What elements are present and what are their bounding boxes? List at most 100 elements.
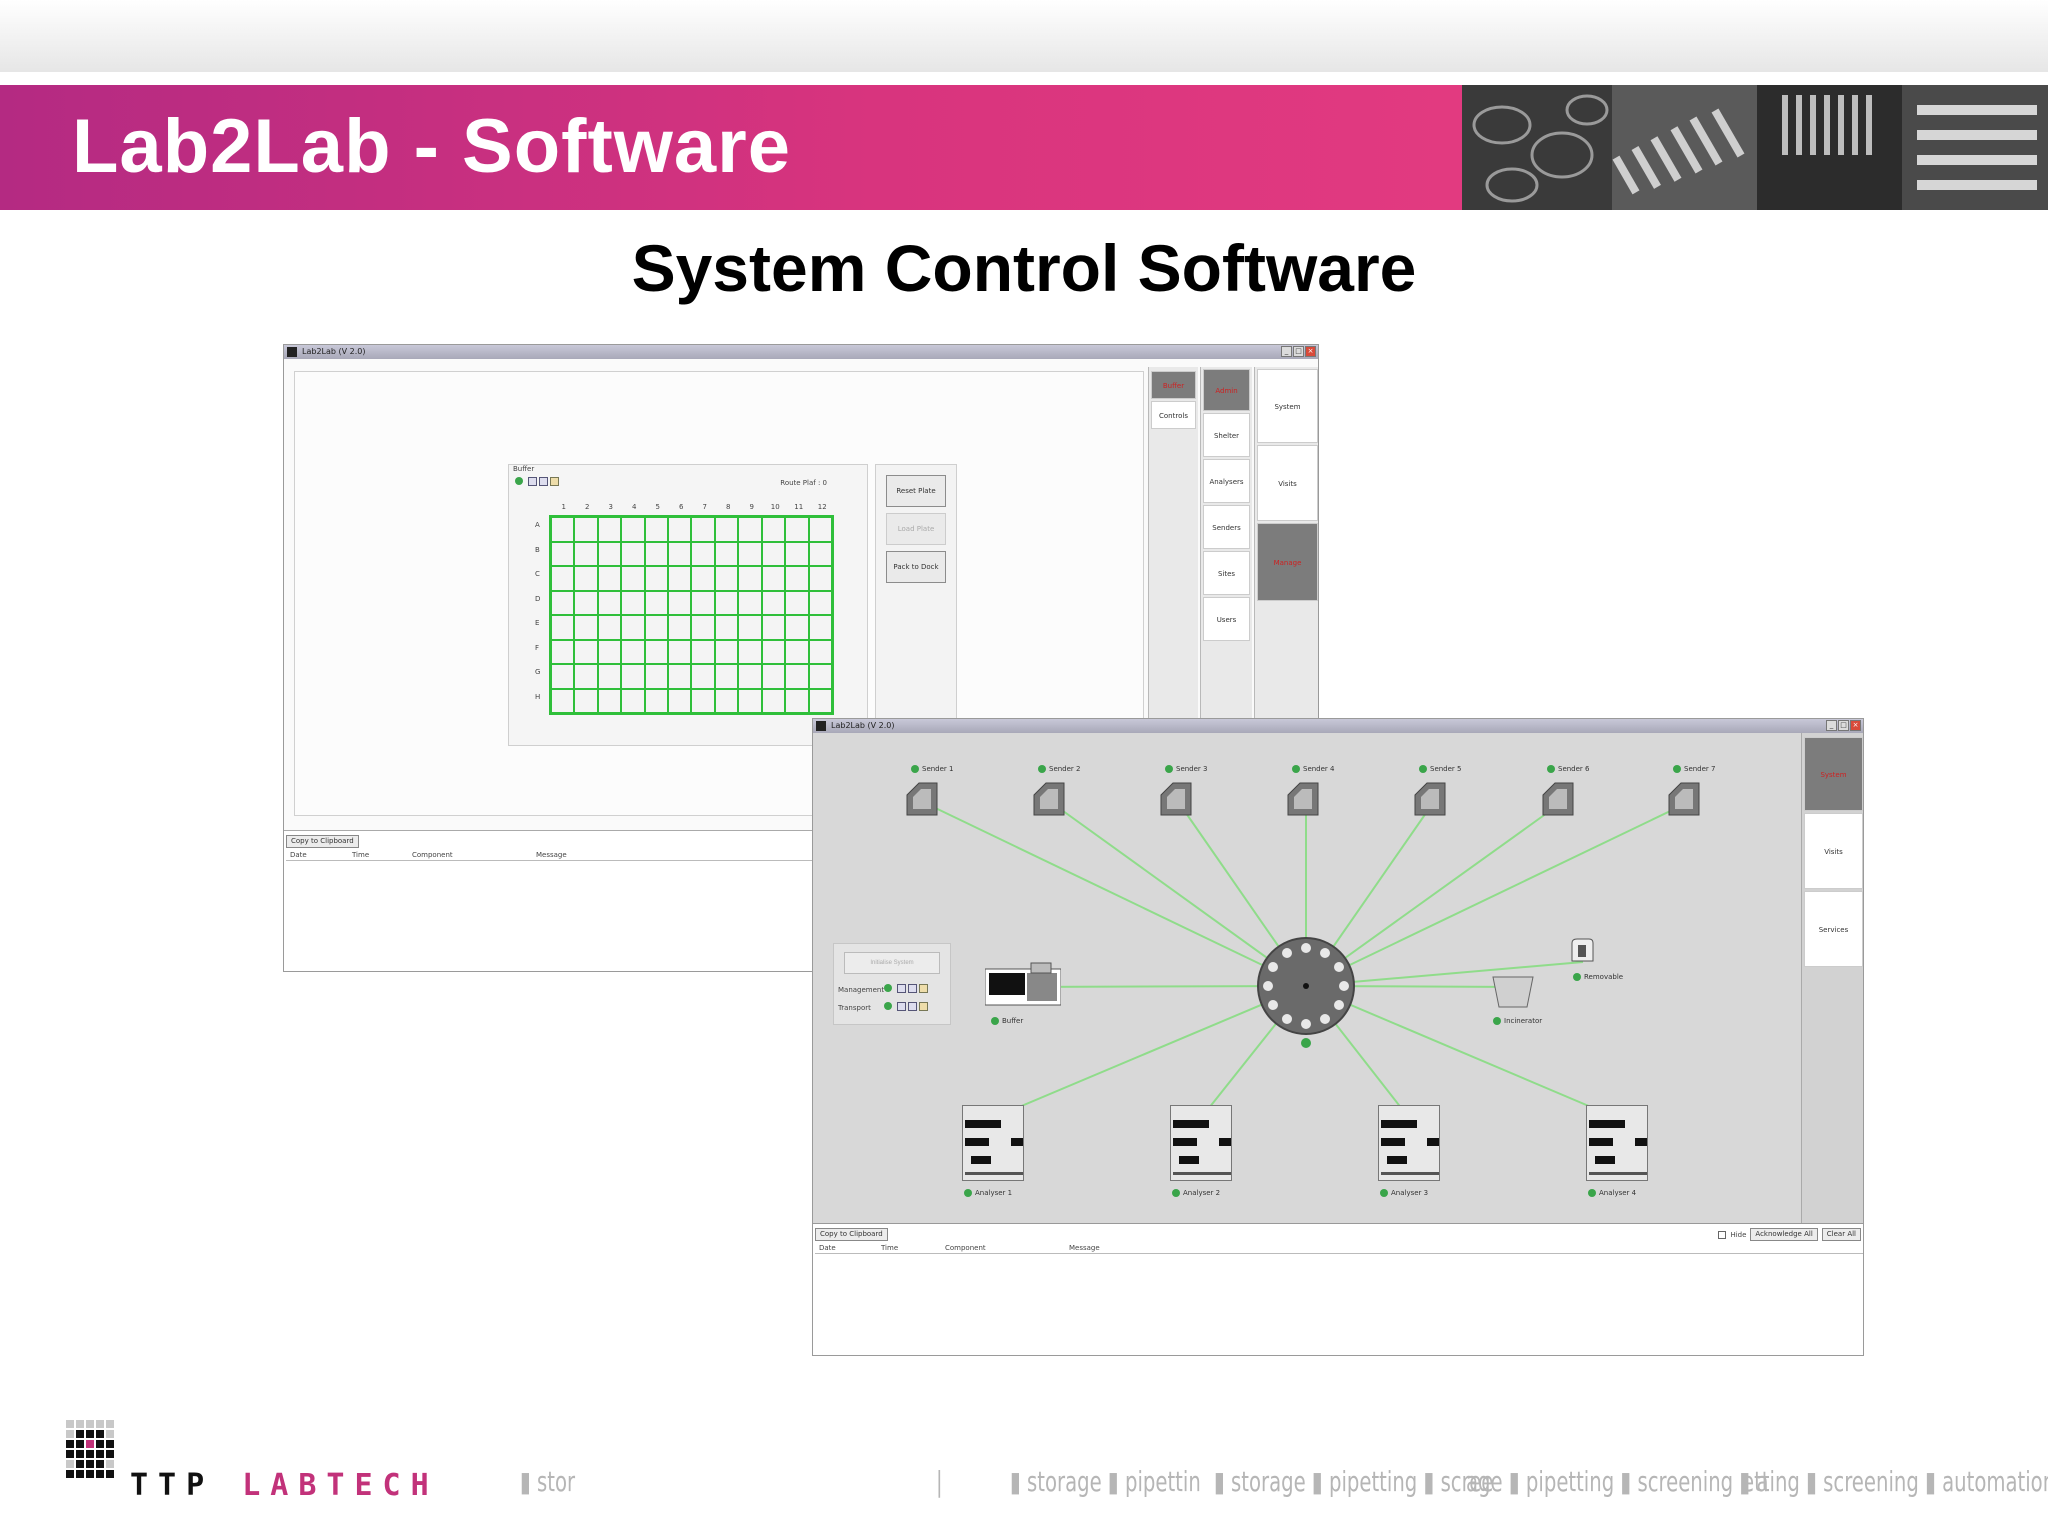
tab-sites[interactable]: Sites [1203,551,1250,595]
analyser-device[interactable] [962,1105,1024,1181]
sender-device[interactable] [1665,777,1705,822]
buffer-device[interactable] [984,961,1062,1011]
plate-well[interactable] [739,689,761,712]
plate-well[interactable] [622,518,644,541]
plate-well[interactable] [645,689,668,712]
plate-well[interactable] [552,542,574,565]
plate-well[interactable] [622,616,644,639]
plate-well[interactable] [715,542,738,565]
tool-icon[interactable] [528,477,537,486]
pack-to-dock-button[interactable]: Pack to Dock [886,551,946,583]
plate-well[interactable] [575,542,597,565]
plate-well[interactable] [809,567,831,590]
plate-well[interactable] [786,518,808,541]
plate-well[interactable] [739,518,761,541]
plate-well[interactable] [762,616,785,639]
log-col-date[interactable]: Date [290,851,307,859]
copy-clipboard-button[interactable]: Copy to Clipboard [815,1228,888,1241]
sender-device[interactable] [1157,777,1197,822]
plate-well[interactable] [762,518,785,541]
log-col-message[interactable]: Message [536,851,567,859]
plate-well[interactable] [715,518,738,541]
plate-well[interactable] [645,665,668,688]
plate-well[interactable] [598,542,621,565]
plate-well[interactable] [598,665,621,688]
plate-well[interactable] [692,591,714,614]
pause-icon[interactable] [908,984,917,993]
plate-well[interactable] [762,542,785,565]
play-icon[interactable] [897,984,906,993]
plate-well[interactable] [692,567,714,590]
plate-well[interactable] [645,616,668,639]
stop-icon[interactable] [919,984,928,993]
plate-well[interactable] [786,567,808,590]
log-col-date[interactable]: Date [819,1244,836,1252]
tab-controls[interactable]: Controls [1151,401,1196,429]
plate-well[interactable] [645,542,668,565]
play-icon[interactable] [897,1002,906,1011]
plate-well[interactable] [786,689,808,712]
plate-well[interactable] [786,640,808,663]
plate-well[interactable] [669,591,691,614]
plate-well[interactable] [739,542,761,565]
plate-well[interactable] [739,616,761,639]
tool-icon[interactable] [550,477,559,486]
plate-well[interactable] [809,591,831,614]
plate-well[interactable] [622,542,644,565]
plate-well[interactable] [692,640,714,663]
plate-well[interactable] [552,591,574,614]
minimize-icon[interactable]: _ [1826,720,1837,731]
tab-visits[interactable]: Visits [1257,445,1318,521]
plate-well[interactable] [669,665,691,688]
tab-manage[interactable]: Manage [1257,523,1318,601]
log-col-message[interactable]: Message [1069,1244,1100,1252]
plate-well[interactable] [786,591,808,614]
plate-well[interactable] [715,689,738,712]
initialise-system-button[interactable]: Initialise System [844,952,940,974]
stop-icon[interactable] [919,1002,928,1011]
clear-all-button[interactable]: Clear All [1821,1228,1861,1241]
plate-well[interactable] [598,689,621,712]
plate-well[interactable] [669,518,691,541]
minimize-icon[interactable]: _ [1281,346,1292,357]
plate-well[interactable] [762,591,785,614]
plate-well[interactable] [575,689,597,712]
plate-well[interactable] [762,567,785,590]
sender-device[interactable] [1411,777,1451,822]
plate-well[interactable] [622,665,644,688]
plate-well[interactable] [598,640,621,663]
plate-well[interactable] [598,518,621,541]
load-plate-button[interactable]: Load Plate [886,513,946,545]
plate-well[interactable] [809,518,831,541]
plate-well[interactable] [715,591,738,614]
plate-well[interactable] [809,665,831,688]
analyser-device[interactable] [1586,1105,1648,1181]
plate-well[interactable] [645,567,668,590]
plate-well[interactable] [692,542,714,565]
plate-well[interactable] [809,616,831,639]
plate-well[interactable] [692,518,714,541]
plate-well[interactable] [692,689,714,712]
pause-icon[interactable] [908,1002,917,1011]
plate-well[interactable] [809,640,831,663]
plate-well[interactable] [622,591,644,614]
plate-well[interactable] [715,567,738,590]
plate-well[interactable] [622,689,644,712]
plate-well[interactable] [739,665,761,688]
plate-well[interactable] [715,665,738,688]
analyser-device[interactable] [1378,1105,1440,1181]
copy-clipboard-button[interactable]: Copy to Clipboard [286,835,359,848]
plate-well[interactable] [575,567,597,590]
plate-well[interactable] [692,665,714,688]
plate-well[interactable] [669,567,691,590]
plate-well[interactable] [645,518,668,541]
plate-well[interactable] [575,665,597,688]
tab-users[interactable]: Users [1203,597,1250,641]
plate-well[interactable] [786,616,808,639]
plate-well[interactable] [669,689,691,712]
plate-well[interactable] [552,665,574,688]
sender-device[interactable] [1284,777,1324,822]
log-col-time[interactable]: Time [352,851,370,859]
plate-well[interactable] [622,640,644,663]
maximize-icon[interactable]: □ [1293,346,1304,357]
